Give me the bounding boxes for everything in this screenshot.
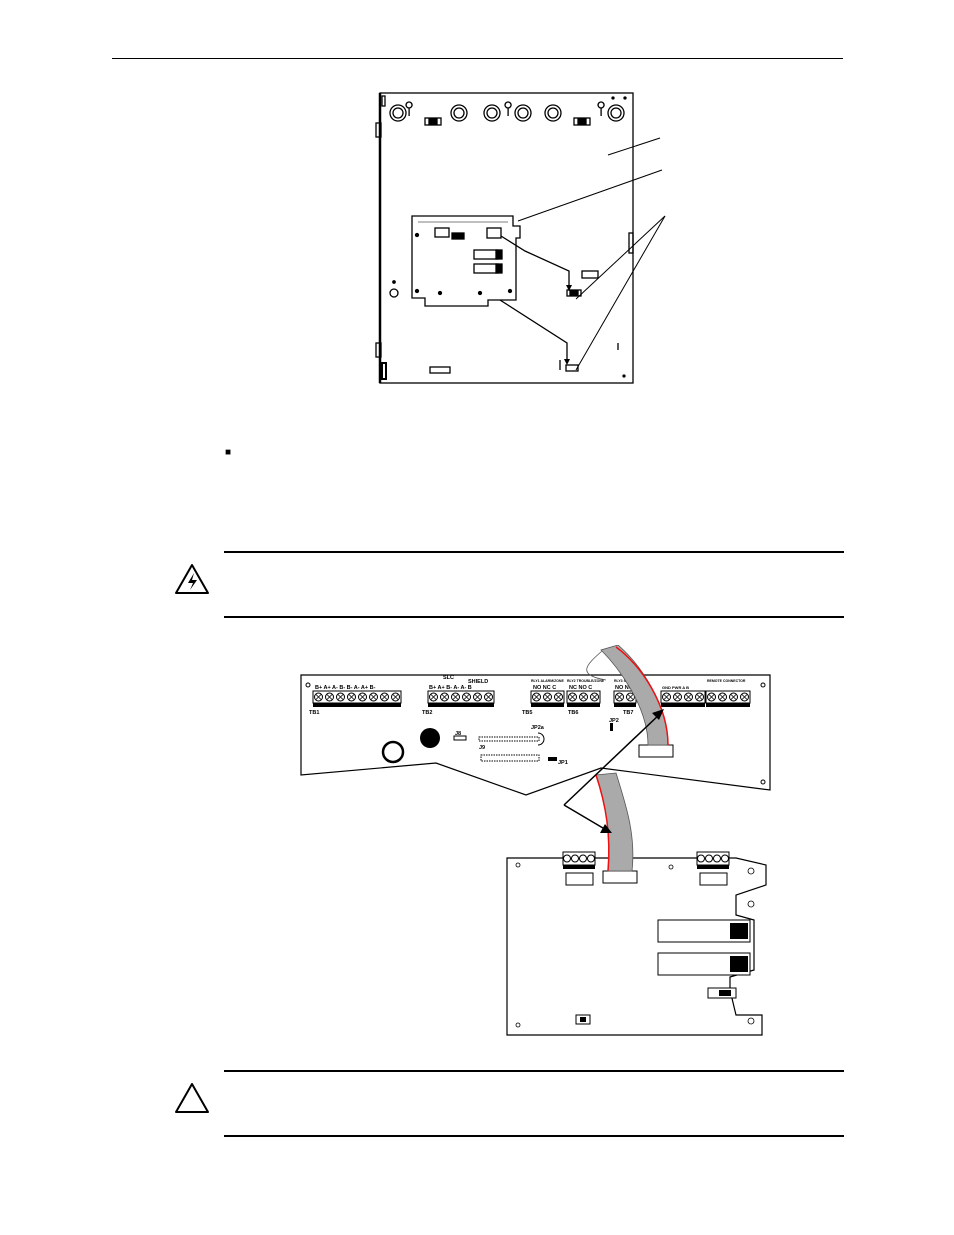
designator-tb5: TB5 (522, 710, 532, 716)
enclosure-figure (375, 92, 666, 384)
callout-line-4 (575, 215, 666, 371)
caution-bottom-rule (224, 1135, 844, 1137)
piezo-buzzer (420, 728, 440, 748)
designator-j9: J9 (479, 745, 485, 751)
warning-top-rule (224, 551, 844, 553)
warning-bottom-rule (224, 616, 844, 618)
terminal-screw (587, 854, 595, 863)
designator-jp2: JP2 (609, 718, 619, 724)
terminal-block-tb2 (427, 690, 495, 707)
tb9-header: REMOTE CONNECTOR (707, 679, 746, 683)
slc-label: SLC (443, 675, 454, 681)
callout-line-2 (517, 169, 663, 222)
tb2-pin-labels: B+ A+ B- A- A- B (429, 685, 472, 691)
connector-j9 (478, 736, 540, 742)
designator-tb1: TB1 (309, 710, 319, 716)
tb6-pin-labels: NC NO C (569, 685, 592, 691)
tb7-header: RLY3 SPV (614, 679, 631, 683)
terminal-screw (579, 854, 587, 863)
callout-line-1 (607, 137, 661, 156)
terminal-screw (571, 854, 579, 863)
mounting-hole (381, 740, 405, 764)
connector-j8 (480, 754, 540, 762)
terminal-screw (713, 854, 721, 863)
designator-tb2: TB2 (422, 710, 432, 716)
electrical-hazard-icon (175, 564, 209, 594)
shield-label: SHIELD (468, 679, 488, 685)
terminal-screw (563, 854, 571, 863)
terminal-screw (697, 854, 705, 863)
designator-tb6: TB6 (568, 710, 578, 716)
callout-line-3 (575, 215, 666, 300)
terminal-block-tb1 (312, 690, 402, 707)
designator-j8: J8 (455, 731, 461, 737)
tb5-pin-labels: NO NC C (533, 685, 556, 691)
terminal-screw (721, 854, 729, 863)
ribbon-connector-bottom (602, 870, 638, 884)
ribbon-cable-lower (595, 772, 634, 872)
designator-tb7: TB7 (623, 710, 633, 716)
tb6-header: RLY2 TROUBLE/ZONE (567, 679, 605, 683)
tb7-pin-labels: NO NC (615, 685, 633, 691)
terminal-screw (705, 854, 713, 863)
header-rule (112, 58, 843, 59)
relay-module-2 (657, 952, 751, 976)
ribbon-connector-top (638, 744, 674, 758)
secondary-board (506, 857, 767, 1036)
designator-jp2a: JP2a (531, 725, 545, 731)
tb5-header: RLY1 ALARM/ZONE (531, 679, 564, 683)
tb1-pin-labels: B+ A+ A- B- B- A- A+ B- (315, 685, 376, 691)
caution-top-rule (224, 1070, 844, 1072)
relay-module-1 (657, 919, 751, 943)
board-connection-figure: B+ A+ A- B- B- A- A+ B- SLC SHIELD B+ A+… (300, 645, 771, 1036)
designator-jp1: JP1 (558, 760, 568, 766)
enclosure-backbox (379, 92, 634, 384)
tb8-header: GND PWR A B (662, 685, 689, 690)
pointer-arrow-bottom (563, 804, 609, 832)
list-bullet: ■ (225, 447, 232, 458)
caution-triangle-icon (175, 1083, 209, 1113)
pointer-arrow-top (563, 712, 662, 806)
